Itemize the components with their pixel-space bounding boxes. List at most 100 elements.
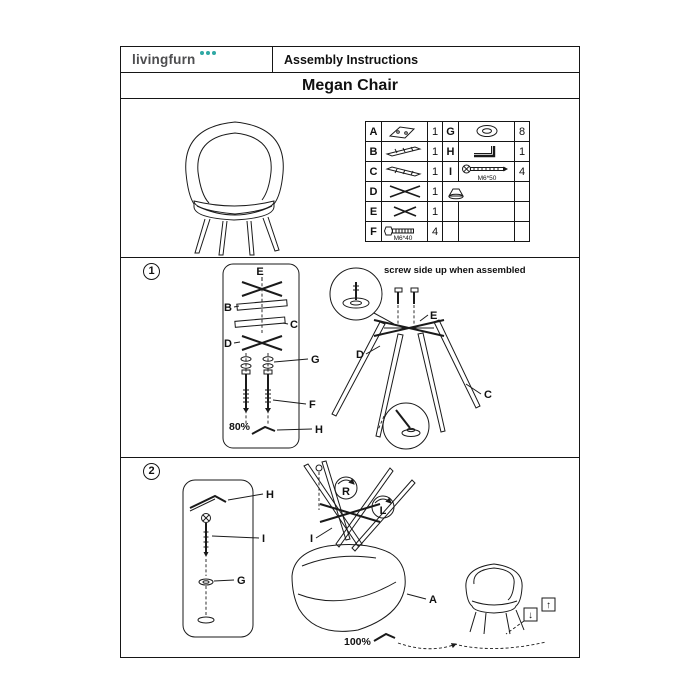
frame-label-e: E [430,310,437,322]
label-d: D [224,338,232,350]
allen-key-drawing [251,425,276,435]
part-qty-cell: 8 [514,121,530,142]
exploded-parts-stack: E B C D G [224,266,323,436]
seat-bracket-icon [388,126,415,139]
screw-icon: M6*50 [461,164,508,181]
part-letter-cell: C [365,161,382,182]
part-letter-cell: I [442,161,459,182]
label-a: A [429,594,437,606]
label-g: G [311,354,320,366]
legs-assembly-drawing [303,460,416,552]
parts-table: A 1 G 8 B [365,121,530,242]
part-qty-cell: 1 [514,141,530,162]
table-row: B 1 H 1 [365,141,530,162]
assembly-note: screw side up when assembled [384,265,526,276]
flip-down-box [523,607,538,622]
bolt-size-label: M6*40 [393,235,412,241]
part-letter-cell: E [365,201,382,222]
label-c: C [290,319,298,331]
label-r: R [342,486,350,498]
table-row: D 1 [365,181,530,202]
label-h: H [266,489,274,501]
stretcher-bar-icon [384,146,422,157]
product-title: Megan Chair [301,76,398,94]
progress-80: 80% [229,421,251,433]
part-letter-cell [442,201,459,222]
part-icon-cell [458,141,515,162]
glide-icon [448,188,464,199]
part-icon-cell [381,201,428,222]
brand-wordmark: livingfurn [132,52,196,67]
part-qty-cell: 1 [427,201,443,222]
label-h: H [315,424,323,436]
part-icon-cell [458,121,515,142]
part-letter-cell [442,221,459,242]
part-icon-cell [381,141,428,162]
part-letter-cell: A [365,121,382,142]
label-i2: I [310,533,313,545]
hardware-panel-contents: H I G [189,489,274,624]
rotate-left-indicator: L [371,495,395,519]
progress-100: 100% [344,636,372,648]
part-qty-cell [514,181,530,202]
part-qty-cell [514,201,530,222]
flip-up-arrow-icon: ↑ [546,600,551,611]
part-icon-cell [381,161,428,182]
sheet-title-text: Assembly Instructions [284,52,419,67]
part-qty-cell: 4 [427,221,443,242]
bolt-icon: M6*40 [383,226,414,241]
rotate-right-indicator: R [334,476,358,500]
section-divider [121,457,579,458]
hardware-panel [182,479,254,638]
part-icon-cell [442,181,515,202]
part-qty-cell: 1 [427,121,443,142]
screw-size-label: M6*50 [477,175,496,181]
foot-detail-circle [377,402,430,450]
part-letter-cell: H [442,141,459,162]
part-letter-cell: F [365,221,382,242]
washer-drawing [198,578,214,586]
main-content-box: A 1 G 8 B [120,98,580,658]
brand-logo: livingfurn [121,47,273,72]
part-qty-cell: 4 [514,161,530,182]
part-letter-cell: D [365,181,382,202]
step-1-diagram: E B C D G [222,263,526,450]
frame-label-c: C [484,389,492,401]
section-divider [121,257,579,258]
label-e: E [256,266,263,278]
part-icon-cell [458,221,515,242]
screw-head-drawing [201,513,211,523]
frame-label-d: D [356,349,364,361]
table-row: C 1 I M6*50 [365,161,530,182]
flip-up-box [541,597,556,612]
flip-down-arrow-icon: ↓ [528,610,533,621]
allen-key-drawing [373,632,396,642]
label-g: G [237,575,246,587]
label-l: L [380,505,387,517]
part-letter-cell: B [365,141,382,162]
allen-key-icon [473,146,495,158]
product-chair-illustration [185,121,284,256]
washer-icon [476,125,497,137]
part-letter-cell: G [442,121,459,142]
part-icon-cell [458,201,515,222]
exploded-view-panel [222,263,300,449]
screw-detail-circle [329,267,395,325]
allen-key-drawing [189,494,227,509]
part-icon-cell: M6*50 [458,161,515,182]
cross-frame-icon [393,206,416,217]
stretcher-bar-icon [384,166,422,177]
sheet-title: Assembly Instructions [273,47,579,72]
header-bar: livingfurn Assembly Instructions [120,46,580,73]
chair-drawing [185,121,284,256]
part-qty-cell: 1 [427,181,443,202]
step-2-number: 2 [143,463,160,480]
label-i: I [262,533,265,545]
part-qty-cell: 1 [427,141,443,162]
part-icon-cell: M6*40 [381,221,428,242]
label-f: F [309,399,316,411]
product-title-box: Megan Chair [120,72,580,99]
leg-frame-drawing [331,287,481,438]
chair-shell-drawing [291,544,406,632]
